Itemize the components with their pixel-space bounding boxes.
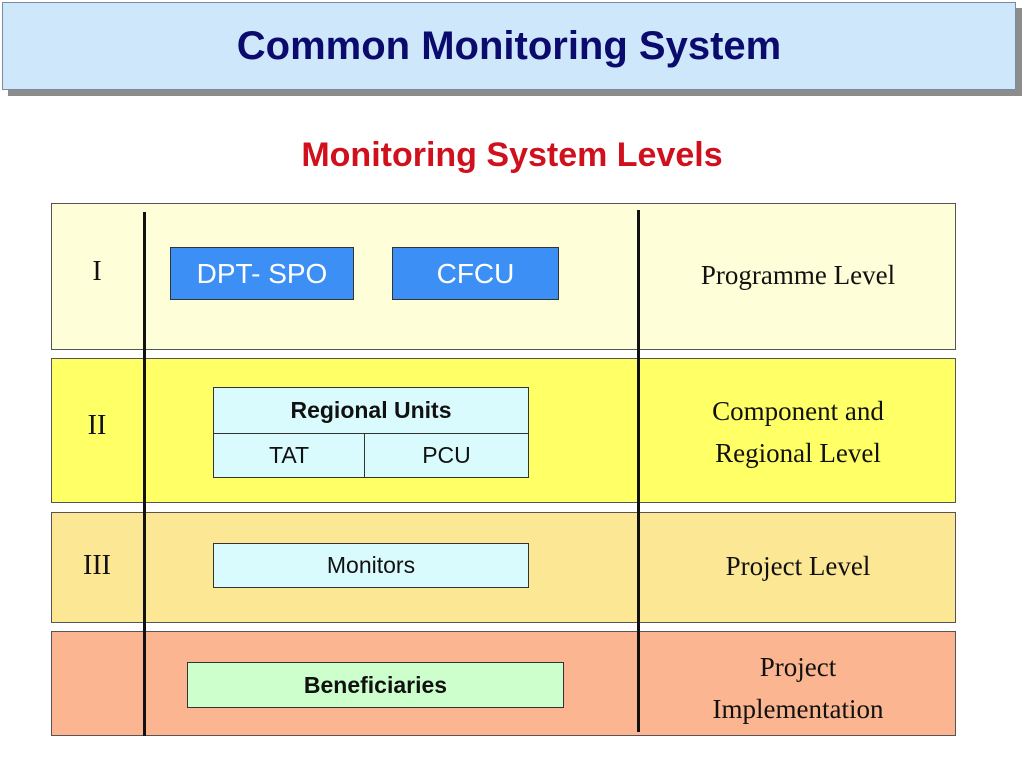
level-label-3-line-1: Project Level: [725, 551, 871, 581]
level-numeral-1: I: [92, 256, 102, 287]
title-bar: Common Monitoring System: [2, 2, 1016, 90]
page-title: Common Monitoring System: [236, 23, 782, 68]
level-label-2: Component and Regional Level: [640, 390, 956, 474]
beneficiaries-box: Beneficiaries: [187, 662, 564, 708]
regional-units-label: Regional Units: [290, 397, 452, 423]
level-label-4-line-2: Implementation: [712, 694, 884, 724]
right-divider-line: [637, 210, 640, 732]
level-label-2-line-2: Regional Level: [715, 438, 881, 468]
monitors-label: Monitors: [326, 552, 416, 578]
level-label-1-line-1: Programme Level: [700, 260, 896, 290]
cfcu-label: CFCU: [436, 257, 515, 289]
dpt-spo-box: DPT- SPO: [170, 247, 354, 300]
level-numeral-2: II: [87, 410, 107, 441]
level-label-2-line-1: Component and: [712, 396, 884, 426]
level-label-4: Project Implementation: [640, 646, 956, 730]
pcu-cell: PCU: [364, 433, 529, 478]
dpt-spo-label: DPT- SPO: [196, 257, 328, 289]
diagram-subtitle: Monitoring System Levels: [301, 136, 723, 174]
level-label-3: Project Level: [640, 545, 956, 587]
beneficiaries-label: Beneficiaries: [303, 671, 448, 698]
regional-units-header: Regional Units: [213, 387, 529, 434]
monitors-box: Monitors: [213, 543, 529, 588]
left-divider-line: [143, 212, 146, 736]
tat-cell: TAT: [213, 433, 365, 478]
cfcu-box: CFCU: [392, 247, 559, 300]
pcu-label: PCU: [422, 442, 471, 468]
tat-label: TAT: [268, 442, 310, 468]
level-label-4-line-1: Project: [759, 652, 837, 682]
level-label-1: Programme Level: [640, 254, 956, 296]
level-numeral-3: III: [83, 550, 111, 581]
